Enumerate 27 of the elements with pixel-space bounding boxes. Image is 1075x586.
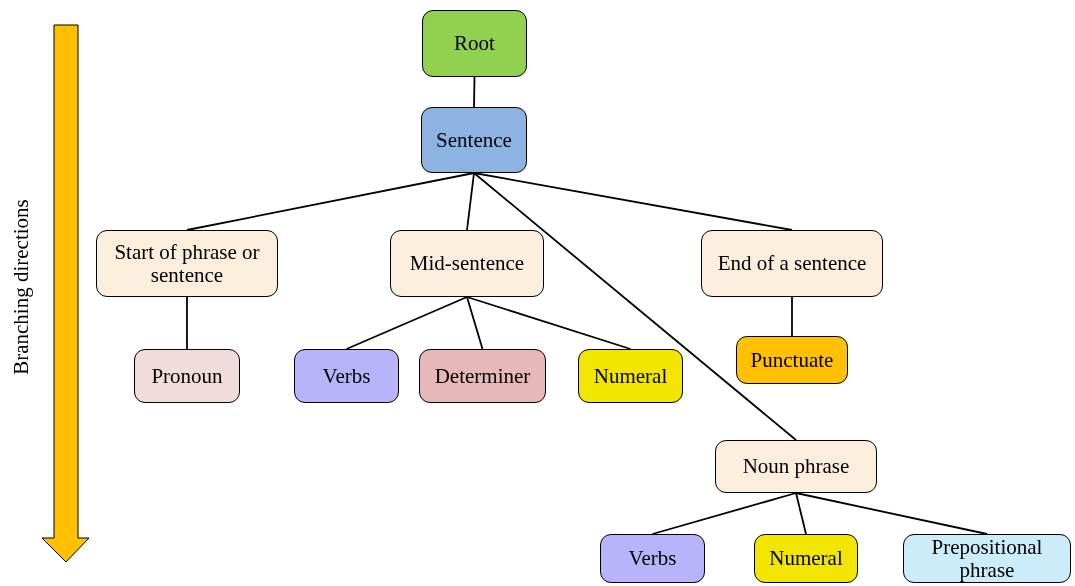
tree-node-box: Verbs [294, 349, 399, 403]
tree-node-box: Start of phrase or sentence [96, 230, 278, 297]
connector-line [345, 296, 468, 350]
connector-line [473, 172, 797, 441]
tree-node-box: Determiner [419, 349, 546, 403]
axis-label: Branching directions [8, 199, 34, 375]
tree-node-box: Mid-sentence [390, 230, 544, 297]
tree-node-box: Pronoun [134, 349, 240, 403]
connector-line [466, 296, 484, 350]
connector-line [795, 492, 807, 535]
tree-node-box: Root [422, 10, 527, 77]
tree-node-box: Prepositional phrase [903, 534, 1071, 583]
connector-line [186, 172, 475, 231]
tree-node-box: Noun phrase [715, 440, 877, 493]
tree-node-box: Numeral [578, 349, 683, 403]
tree-node-box: Verbs [600, 534, 705, 583]
connector-line [651, 492, 797, 535]
connector-line [795, 492, 988, 535]
connector-line [466, 296, 632, 350]
tree-node-box: Sentence [421, 107, 527, 173]
connector-line [466, 172, 475, 231]
connector-line [186, 296, 188, 350]
tree-node-box: Punctuate [736, 336, 848, 384]
connector-line [473, 76, 476, 108]
tree-node-box: Numeral [754, 534, 858, 583]
connector-line [791, 296, 793, 337]
tree-node-box: End of a sentence [701, 230, 883, 297]
